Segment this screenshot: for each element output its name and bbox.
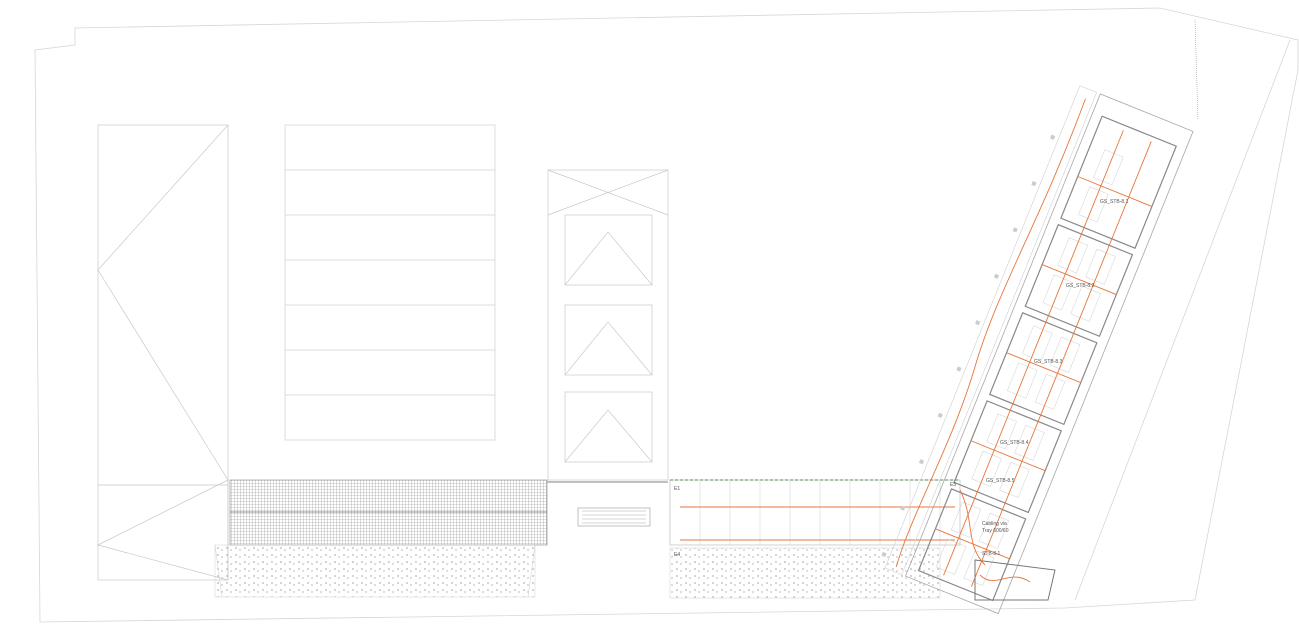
furniture-left	[214, 544, 536, 598]
label-stb-6: STB-8.1	[982, 551, 1001, 557]
note-line-2: Tray 600/60	[982, 528, 1009, 534]
south-wing	[669, 479, 961, 599]
north-marker-line	[1194, 19, 1199, 121]
core-tower	[547, 169, 669, 481]
diagonal-wing	[881, 85, 1194, 615]
hatched-band	[229, 479, 668, 546]
label-e4: E4	[674, 552, 680, 558]
label-stb-4: GS_STB-8.4	[1000, 440, 1029, 446]
label-stb-2: GS_STB-8.2	[1066, 283, 1095, 289]
central-plate	[284, 124, 496, 441]
label-stb-3: GS_STB-8.3	[1034, 359, 1063, 365]
label-stb-1: GS_STB-8.1	[1100, 199, 1129, 205]
label-stb-5: GS_STB-8.5	[986, 478, 1015, 484]
tech-room	[959, 489, 1056, 601]
site-diagonal	[1074, 39, 1291, 601]
site-boundary	[34, 7, 1299, 623]
label-e1: E1	[674, 486, 680, 492]
note-line-1: Cabling via	[982, 521, 1007, 527]
label-e5: E5	[950, 482, 956, 488]
left-block	[97, 124, 229, 581]
